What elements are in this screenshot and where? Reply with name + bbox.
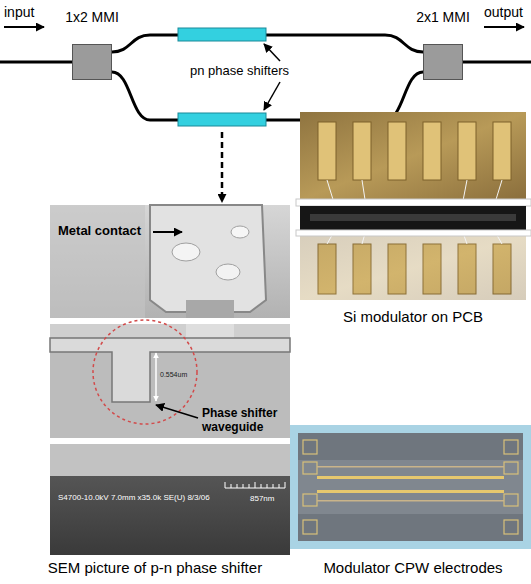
dimension-label: 0.554um <box>160 371 187 379</box>
callout-label: Phase shifter waveguide <box>202 407 288 435</box>
leader-arrow <box>264 82 280 110</box>
photo-caption: Si modulator on PCB <box>300 308 526 325</box>
cpw-photo <box>290 425 531 549</box>
waveguide-arm <box>112 35 423 52</box>
mmi-label: 2x1 MMI <box>416 9 470 25</box>
sem-image <box>50 205 290 555</box>
scale-label: 857nm <box>250 494 274 503</box>
leader-arrow <box>264 44 280 61</box>
photo-caption: SEM picture of p-n phase shifter <box>20 559 290 576</box>
mmi-box: 1x2 MMI <box>72 44 112 80</box>
mmi-box: 2x1 MMI <box>423 44 463 80</box>
input-waveguide <box>0 61 72 64</box>
mmi-label: 1x2 MMI <box>65 9 119 25</box>
output-waveguide <box>463 61 531 64</box>
pcb-photo <box>296 112 531 300</box>
callout-label: Metal contact <box>58 224 141 239</box>
signal-label: output <box>484 4 523 20</box>
output-arrow <box>484 26 524 28</box>
phase-shifter <box>178 28 266 41</box>
phase-shifter <box>178 113 266 126</box>
signal-label: input <box>4 4 34 20</box>
input-arrow <box>4 26 44 28</box>
photo-caption: Modulator CPW electrodes <box>300 559 526 576</box>
dashed-arrow <box>221 132 224 202</box>
sem-info: S4700-10.0kV 7.0mm x35.0k SE(U) 8/3/06 <box>58 493 210 502</box>
callout-label: pn phase shifters <box>190 64 289 79</box>
